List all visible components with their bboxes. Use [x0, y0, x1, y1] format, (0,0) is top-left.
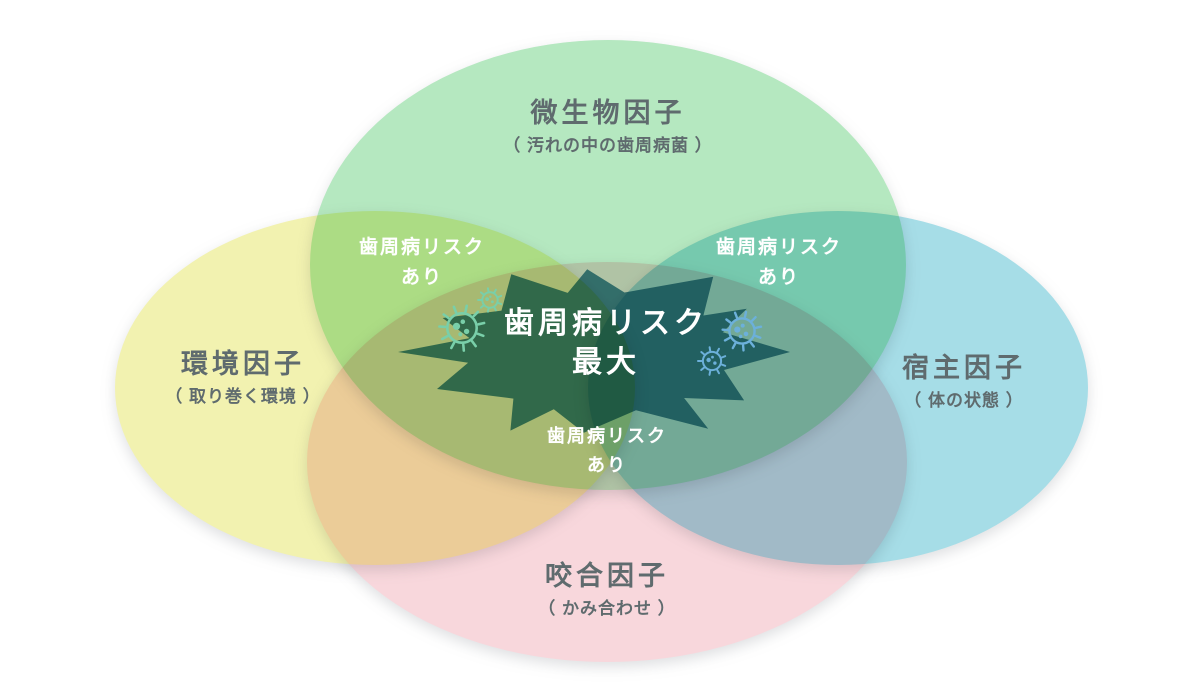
microbial-factor-title: 微生物因子 — [530, 98, 686, 128]
risk-label-line1: 歯周病リスク — [547, 426, 667, 446]
risk-label-line1: 歯周病リスク — [358, 237, 486, 258]
label-occlusal-factor: 咬合因子 （ かみ合わせ ） — [538, 558, 675, 624]
risk-label-microbial-environmental: 歯周病リスク あり — [359, 233, 485, 293]
max-risk-line1: 歯周病リスク — [504, 307, 708, 340]
germ-icon — [477, 287, 503, 313]
starburst-shape — [398, 269, 790, 433]
germ-icon — [697, 346, 727, 376]
risk-label-microbial-occlusal: 歯周病リスク あり — [547, 422, 667, 480]
risk-label-line1: 歯周病リスク — [715, 237, 843, 258]
label-environmental-factor: 環境因子 （ 取り巻く環境 ） — [165, 346, 320, 412]
max-risk-line2: 最大 — [572, 346, 640, 379]
host-factor-title: 宿主因子 — [902, 353, 1026, 383]
label-microbial-factor: 微生物因子 （ 汚れの中の歯周病菌 ） — [503, 95, 712, 161]
risk-label-line2: あり — [587, 455, 627, 475]
max-risk-label: 歯周病リスク 最大 — [504, 304, 708, 382]
microbial-factor-subtitle: （ 汚れの中の歯周病菌 ） — [503, 136, 713, 155]
host-factor-subtitle: （ 体の状態 ） — [904, 391, 1024, 410]
risk-label-microbial-host: 歯周病リスク あり — [716, 233, 842, 293]
occlusal-factor-title: 咬合因子 — [544, 561, 669, 591]
environmental-factor-subtitle: （ 取り巻く環境 ） — [165, 387, 321, 406]
label-host-factor: 宿主因子 （ 体の状態 ） — [902, 350, 1026, 416]
occlusal-factor-subtitle: （ かみ合わせ ） — [538, 599, 676, 618]
germ-icon — [438, 304, 486, 352]
environmental-factor-title: 環境因子 — [180, 349, 305, 379]
germ-icon — [721, 310, 763, 352]
risk-label-line2: あり — [400, 267, 444, 288]
risk-label-line2: あり — [757, 267, 801, 288]
